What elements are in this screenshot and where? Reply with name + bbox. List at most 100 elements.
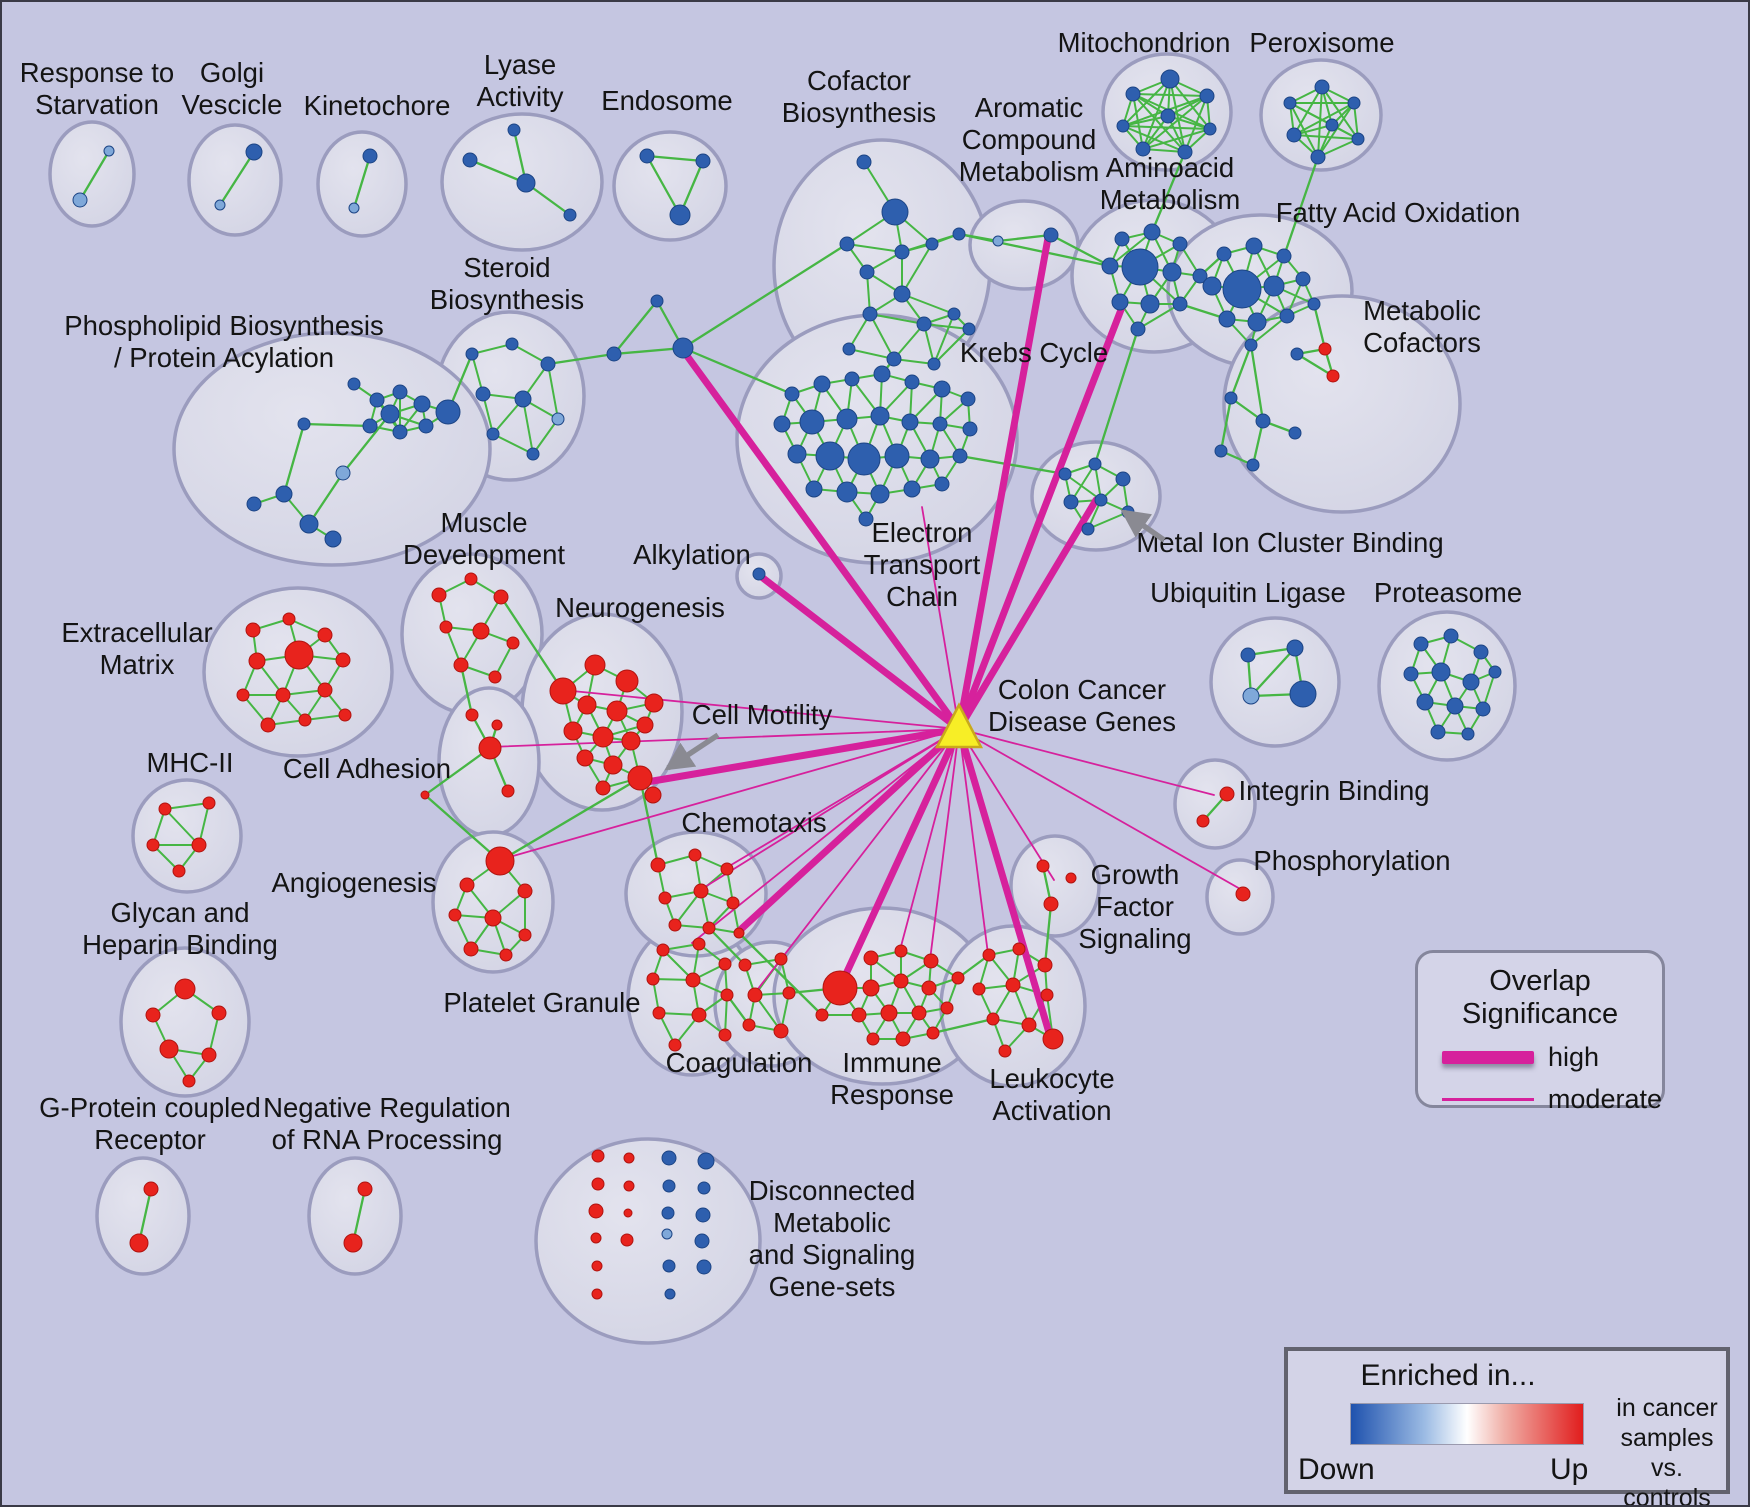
- gene-set-node: [392, 424, 408, 440]
- gene-set-edge: [923, 323, 970, 330]
- gene-set-node: [1413, 636, 1429, 652]
- gene-set-node: [591, 1260, 603, 1272]
- gene-set-node: [484, 909, 502, 927]
- gene-set-node: [491, 719, 503, 731]
- gene-set-edge: [957, 232, 1112, 268]
- gene-set-node: [1125, 86, 1141, 102]
- layer-overlap-edges: [488, 234, 1243, 1040]
- overlap-edge-moderate: [958, 728, 1243, 891]
- gene-set-edge: [724, 994, 728, 1036]
- gene-set-node: [1247, 312, 1267, 332]
- gene-set-node: [595, 780, 611, 796]
- gene-set-node: [506, 636, 520, 650]
- gene-set-node: [1218, 310, 1236, 328]
- overlap-edge-moderate: [958, 728, 1055, 881]
- gene-set-node: [1005, 977, 1021, 993]
- gene-set-edge: [492, 433, 534, 455]
- gene-set-edge: [933, 313, 955, 365]
- gene-set-node: [836, 408, 858, 430]
- gene-set-edge: [468, 158, 528, 185]
- gene-set-node: [1318, 342, 1332, 356]
- overlap-edge-moderate: [958, 728, 989, 955]
- gene-set-node: [886, 351, 902, 367]
- gene-set-node: [870, 484, 890, 504]
- gene-set-node: [1326, 369, 1340, 383]
- cluster-ellipse-response-to-starvation: [48, 120, 136, 228]
- enrichment-down-label: Down: [1298, 1453, 1375, 1486]
- gene-set-node: [211, 1005, 227, 1021]
- gene-set-node: [940, 1001, 954, 1015]
- gene-set-node: [623, 1180, 635, 1192]
- gene-set-node: [172, 864, 186, 878]
- gene-set-node: [1130, 321, 1146, 337]
- gene-set-node: [551, 412, 565, 426]
- gene-set-node: [952, 448, 968, 464]
- gene-set-node: [916, 316, 932, 332]
- gene-set-node: [697, 1152, 715, 1170]
- gene-set-node: [191, 837, 207, 853]
- cluster-ellipse-glycan-heparin-binding: [119, 946, 251, 1098]
- gene-set-edge: [869, 313, 895, 360]
- cluster-ellipse-metabolic-cofactors: [1222, 294, 1462, 514]
- cluster-label-alkylation: Alkylation: [633, 539, 751, 570]
- cluster-ellipse-cell-adhesion: [437, 686, 541, 838]
- gene-set-edge: [1064, 473, 1102, 501]
- gene-set-node: [182, 1074, 196, 1088]
- gene-set-node: [862, 979, 880, 997]
- gene-set-node: [947, 307, 961, 321]
- gene-set-node: [639, 148, 655, 164]
- enrichment-context-line3: vs. controls: [1623, 1454, 1711, 1507]
- gene-set-node: [661, 1150, 677, 1166]
- gene-set-edge: [1229, 343, 1253, 400]
- gene-set-node: [143, 1181, 159, 1197]
- moderate-significance-line-sample: [1442, 1098, 1534, 1101]
- gene-set-node: [1043, 227, 1059, 243]
- gene-set-node: [603, 755, 623, 775]
- gene-set-node: [926, 1026, 940, 1040]
- high-significance-line-sample: [1442, 1051, 1534, 1064]
- moderate-significance-label: moderate: [1547, 1084, 1662, 1114]
- gene-set-node: [774, 952, 788, 966]
- gene-set-node: [1222, 269, 1262, 309]
- overlap-edge-moderate: [958, 728, 1215, 796]
- gene-set-node: [733, 927, 745, 939]
- gene-set-edge: [681, 346, 794, 396]
- gene-set-node: [1325, 118, 1339, 132]
- gene-set-node: [836, 481, 858, 503]
- gene-set-node: [1140, 294, 1160, 314]
- gene-set-node: [1403, 666, 1419, 682]
- gene-set-node: [505, 337, 519, 351]
- gene-set-edge: [901, 243, 933, 295]
- gene-set-edge: [1122, 78, 1171, 127]
- cluster-label-mhc-ii: MHC-II: [146, 747, 233, 778]
- overlap-edge-high: [955, 298, 1128, 733]
- gene-set-node: [577, 695, 597, 715]
- gene-set-node: [1160, 108, 1176, 124]
- overlap-legend-title: Overlap Significance: [1418, 965, 1662, 1031]
- gene-set-node: [1135, 141, 1151, 157]
- gene-set-edge: [78, 149, 111, 202]
- gene-set-node: [1416, 693, 1434, 711]
- gene-set-node: [1114, 231, 1130, 247]
- gene-set-node: [782, 986, 796, 1000]
- gene-set-node: [1143, 223, 1161, 241]
- gene-set-node: [1347, 96, 1361, 110]
- gene-set-edge: [1293, 102, 1355, 136]
- overlap-legend-title-line2: Significance: [1461, 998, 1619, 1030]
- gene-set-node: [933, 380, 951, 398]
- gene-set-node: [1199, 88, 1215, 104]
- gene-set-edge: [645, 154, 705, 163]
- gene-set-edge: [307, 471, 345, 526]
- gene-set-node: [485, 846, 515, 876]
- gene-set-edge: [1295, 352, 1335, 378]
- gene-set-edge: [1043, 902, 1053, 967]
- cluster-label-ubiquitin-ligase: Ubiquitin Ligase: [1150, 577, 1346, 608]
- gene-set-node: [1216, 246, 1232, 262]
- gene-set-node: [859, 264, 875, 280]
- gene-set-node: [925, 237, 939, 251]
